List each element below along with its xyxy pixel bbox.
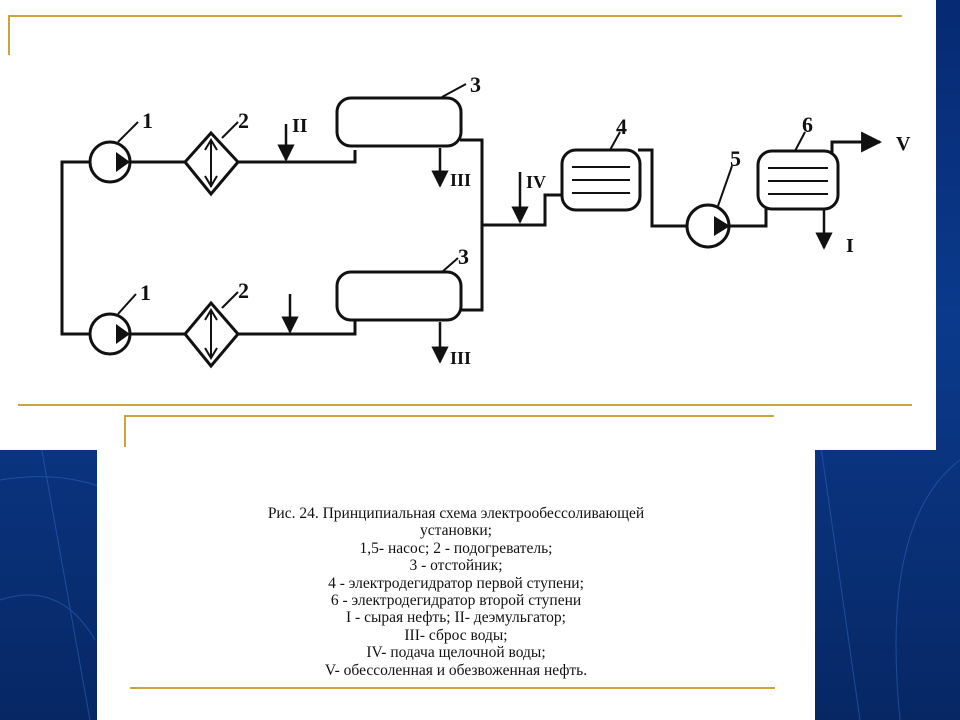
label-pump-5: 5 (730, 146, 741, 171)
label-dehydrator-2: 6 (802, 112, 813, 137)
caption-line: I - сырая нефть; II- деэмульгатор; (346, 609, 566, 627)
frame-line (8, 15, 10, 55)
top-pipe (130, 150, 357, 164)
frame-line (124, 415, 126, 447)
dehydrator-to-pump (638, 148, 686, 228)
label-pump-bottom: 1 (140, 280, 151, 305)
label-heater-top: 2 (238, 108, 249, 133)
stream-water-bottom: III (450, 348, 471, 368)
figure-caption: Рис. 24. Принципиальная схема электрообе… (97, 505, 815, 679)
caption-line: 3 - отстойник; (409, 557, 503, 575)
label-heater-bottom: 2 (238, 278, 249, 303)
pump-bottom (88, 312, 132, 356)
caption-line: III- сброс воды; (404, 626, 508, 644)
frame-line (18, 404, 912, 406)
product-pipe (830, 131, 883, 160)
stream-alkaline-water: IV (526, 172, 546, 192)
process-diagram: 1 2 3 4 5 6 1 2 3 II III III IV V I (60, 72, 911, 369)
label-settler-top: 3 (470, 72, 481, 97)
pump-top (88, 140, 132, 184)
caption-line: установки; (420, 522, 492, 540)
caption-line: Рис. 24. Принципиальная схема электрообе… (267, 505, 645, 522)
heater-bottom (183, 300, 240, 369)
frame-line (124, 415, 774, 417)
caption-panel: Рис. 24. Принципиальная схема электрообе… (97, 407, 815, 720)
caption-line: 6 - электродегидратор второй ступени (330, 592, 582, 610)
bottom-pipe (130, 320, 357, 336)
feed-pipe (60, 160, 90, 336)
diagram-panel: 1 2 3 4 5 6 1 2 3 II III III IV V I (0, 0, 936, 450)
caption-line: 1,5- насос; 2 - подогреватель; (359, 539, 553, 557)
pump-5 (685, 203, 731, 249)
settler-outlet-top (460, 138, 484, 225)
frame-line (130, 687, 775, 689)
stream-water-top: III (450, 170, 471, 190)
frame-line (8, 15, 902, 17)
dehydrator-2 (756, 131, 840, 211)
settler-top (335, 96, 463, 148)
pump-to-dehydrator-2 (730, 205, 768, 228)
caption-line: 4 - электродегидратор первой ступени; (328, 574, 584, 592)
to-dehydrator-1 (482, 193, 562, 227)
stream-product: V (896, 133, 911, 155)
heater-top (183, 130, 241, 197)
caption-line: V- обессоленная и обезвоженная нефть. (324, 661, 588, 679)
caption-line: IV- подача щелочной воды; (366, 644, 546, 662)
stream-outlet: I (846, 235, 854, 257)
label-settler-bottom: 3 (458, 244, 469, 269)
label-dehydrator-1: 4 (616, 114, 627, 139)
dehydrator-1 (560, 131, 642, 212)
settler-bottom (335, 270, 463, 322)
settler-outlet-bottom (460, 225, 484, 312)
stream-demulsifier: II (292, 115, 308, 137)
label-pump-top: 1 (142, 108, 153, 133)
